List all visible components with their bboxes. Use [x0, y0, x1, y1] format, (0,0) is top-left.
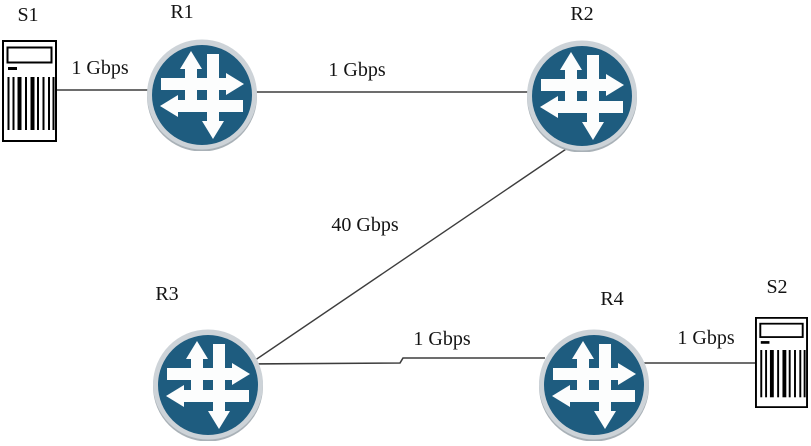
node-label-s1: S1 — [17, 4, 39, 26]
server-icon-s1 — [2, 40, 57, 142]
node-label-r1: R1 — [170, 1, 194, 23]
router-icon-r3 — [153, 329, 263, 441]
link-label-r3-r4: 1 Gbps — [413, 328, 471, 350]
link-r2-r3 — [244, 142, 576, 368]
node-label-r2: R2 — [570, 3, 594, 25]
link-r3-r4 — [249, 357, 545, 365]
link-label-r2-r3: 40 Gbps — [331, 214, 399, 236]
router-icon-r1 — [147, 39, 257, 151]
node-label-r4: R4 — [600, 288, 624, 310]
node-label-s2: S2 — [766, 276, 788, 298]
link-label-r4-s2: 1 Gbps — [677, 327, 735, 349]
node-label-r3: R3 — [155, 283, 179, 305]
link-label-s1-r1: 1 Gbps — [71, 57, 129, 79]
router-icon-r2 — [527, 40, 637, 152]
router-icon-r4 — [539, 329, 649, 441]
link-label-r1-r2: 1 Gbps — [328, 59, 386, 81]
server-icon-s2 — [755, 317, 808, 408]
